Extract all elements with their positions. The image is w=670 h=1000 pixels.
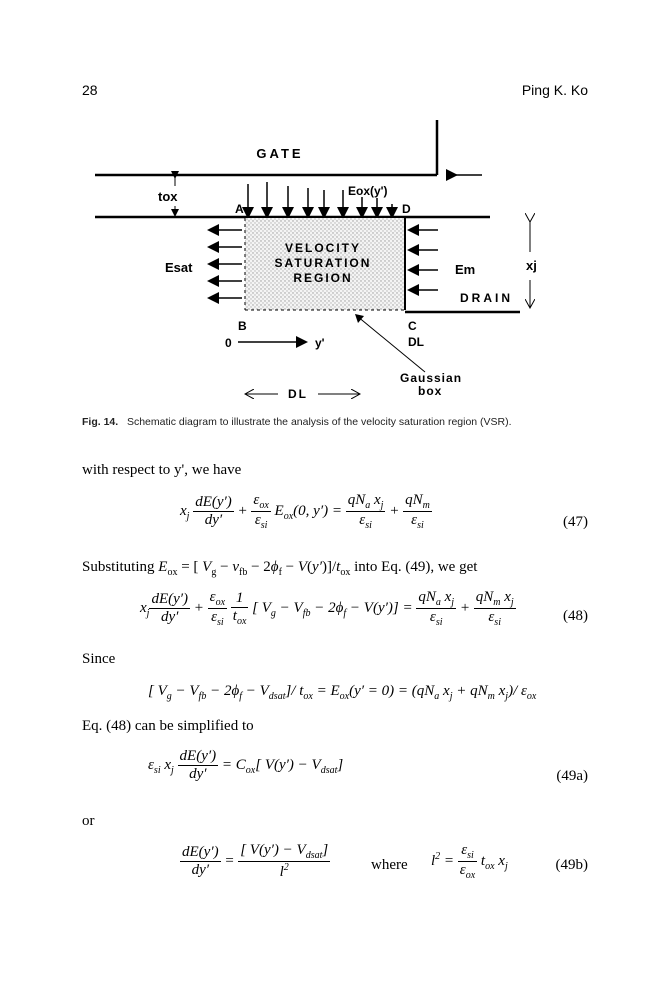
- vsr-box: [245, 218, 405, 310]
- equation-48-number: (48): [563, 608, 588, 624]
- tox-label: tox: [158, 189, 178, 204]
- gaussian-pointer-head: [355, 314, 364, 323]
- substituting-prefix: Substituting: [82, 559, 155, 575]
- paragraph-substituting: Substituting Eox = [ Vg − vfb − 2ϕf − V(…: [82, 559, 478, 578]
- page-number: 28: [82, 82, 98, 98]
- point-c-label: C: [408, 319, 417, 333]
- caption-label: Fig. 14.: [82, 416, 119, 428]
- em-field-arrows: [407, 224, 438, 296]
- point-d-label: D: [402, 202, 411, 216]
- equation-since: [ Vg − Vfb − 2ϕf − Vdsat]/ tox = Eox(y′ …: [148, 683, 537, 702]
- running-header-author: Ping K. Ko: [521, 82, 588, 98]
- paragraph-simplified: Eq. (48) can be simplified to: [82, 718, 254, 734]
- equation-49a: εsi xj dE(y′)dy′ = Cox[ V(y′) − Vdsat]: [148, 748, 344, 782]
- xj-label: xj: [526, 258, 537, 273]
- where-label: where: [371, 857, 408, 873]
- point-b-label: B: [238, 319, 247, 333]
- caption-text: Schematic diagram to illustrate the anal…: [126, 416, 512, 428]
- equation-49a-number: (49a): [556, 768, 588, 784]
- substituting-suffix: into Eq. (49), we get: [354, 559, 478, 575]
- point-a-label: A: [235, 202, 244, 216]
- region-label-line1: VELOCITY: [285, 241, 361, 255]
- region-label-line2: SATURATION: [275, 256, 372, 270]
- region-label-line3: REGION: [293, 271, 352, 285]
- gaussian-label: Gaussian: [400, 371, 462, 385]
- equation-49b: dE(y′)dy′ = [ V(y′) − Vdsat]l2: [180, 842, 331, 880]
- eox-label: Eox(y'): [348, 184, 388, 198]
- velocity-saturation-figure: GATE tox Eox(y') A D VELOCITY SATURATION…: [95, 120, 537, 401]
- dl-c-label: DL: [408, 335, 424, 349]
- dl-bottom-label: DL: [288, 387, 308, 401]
- gate-label: GATE: [256, 146, 303, 161]
- figure-caption: Fig. 14. Schematic diagram to illustrate…: [82, 416, 592, 428]
- equation-47-number: (47): [563, 514, 588, 530]
- equation-49b-number: (49b): [555, 857, 589, 873]
- paragraph-since: Since: [82, 651, 116, 667]
- paragraph-with-respect: with respect to y', we have: [82, 462, 242, 478]
- drain-label: DRAIN: [460, 291, 513, 305]
- eox-field-arrows: [242, 182, 398, 219]
- box-label: box: [418, 384, 442, 398]
- gaussian-pointer-line: [356, 315, 426, 373]
- paragraph-or: or: [82, 813, 95, 829]
- origin-label: 0: [225, 336, 232, 350]
- yprime-label: y': [315, 336, 325, 350]
- esat-label: Esat: [165, 260, 193, 275]
- esat-field-arrows: [207, 224, 242, 304]
- em-label: Em: [455, 262, 475, 277]
